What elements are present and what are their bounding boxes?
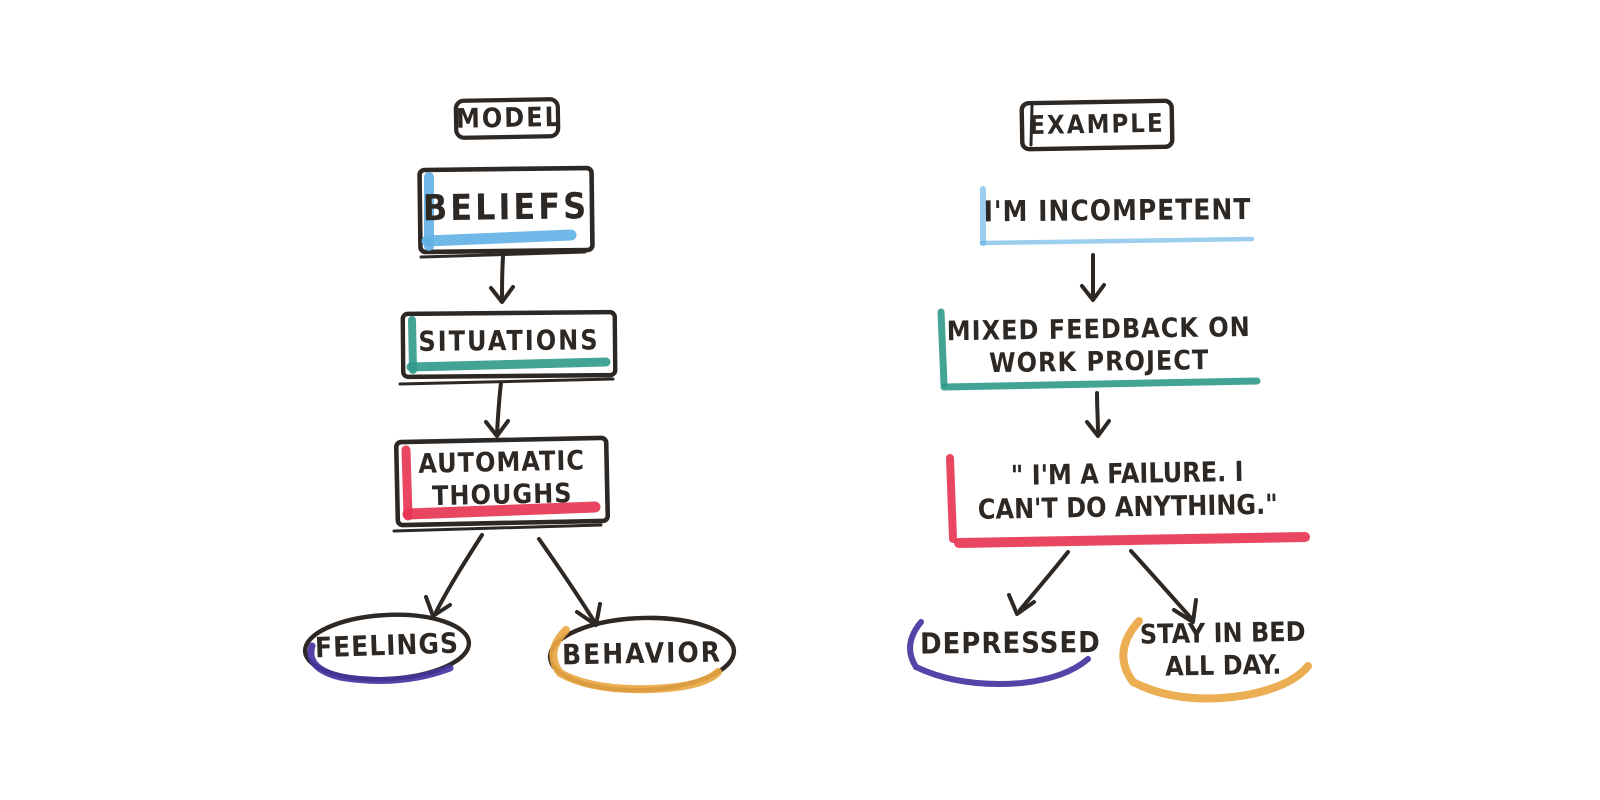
example-situation-highlight-bottom	[940, 377, 1261, 391]
arrow-example-belief-to-situation	[1080, 253, 1106, 302]
beliefs-box	[417, 165, 595, 259]
situations-box-outline	[400, 309, 618, 380]
behavior-label: BEHAVIOR	[561, 635, 723, 672]
example-belief-underline	[979, 186, 1255, 246]
example-thought-underline	[946, 454, 1310, 548]
example-feeling-underline	[907, 619, 1091, 687]
example-situation-highlight-left	[937, 308, 948, 388]
arrow-shaft	[500, 255, 505, 301]
arrow-shaft	[537, 537, 596, 623]
arrow-shaft	[1129, 549, 1193, 620]
situations-box-double-line	[398, 377, 615, 386]
situations-highlight-left	[408, 316, 417, 374]
example-behavior-underline	[1119, 617, 1312, 703]
behavior-oval	[547, 615, 737, 694]
arrow-beliefs-to-situations	[489, 255, 515, 304]
automatic-thoughts-highlight-left	[401, 445, 413, 521]
example-header-box-double-line	[1029, 104, 1034, 147]
arrow-thoughts-to-feelings	[424, 533, 484, 618]
automatic-thoughts-highlight-bottom	[402, 501, 601, 520]
situations-label: SITUATIONS	[418, 324, 600, 358]
behavior-highlight-arc	[549, 626, 722, 694]
example-header-box-outline	[1019, 98, 1175, 152]
example-header-label: EXAMPLE	[1029, 109, 1165, 141]
example-feeling-label: DEPRESSED	[919, 626, 1101, 662]
feelings-oval	[302, 612, 472, 684]
automatic-thoughts-box-double-line	[392, 523, 603, 533]
example-thought-highlight-bottom	[954, 532, 1310, 548]
example-behavior-label: STAY IN BED ALL DAY.	[1139, 616, 1306, 683]
situations-highlight-bottom	[406, 357, 611, 372]
arrow-situations-to-thoughts	[484, 381, 510, 438]
arrow-example-situation-to-thought	[1085, 391, 1111, 438]
arrow-shaft	[1018, 550, 1070, 612]
example-belief-highlight-bottom	[979, 236, 1255, 246]
example-belief-label: I'M INCOMPETENT	[983, 192, 1252, 229]
arrow-head	[489, 285, 515, 304]
example-situation-label: MIXED FEEDBACK ON WORK PROJECT	[946, 311, 1251, 380]
example-header-box	[1019, 98, 1175, 152]
beliefs-box-outline	[417, 165, 595, 255]
example-behavior-highlight-arc	[1119, 617, 1312, 703]
beliefs-box-double-line	[419, 250, 587, 259]
arrow-shaft	[495, 381, 503, 435]
model-header-label: MODEL	[455, 101, 563, 135]
example-thought-label: " I'M A FAILURE. I CAN'T DO ANYTHING."	[977, 455, 1278, 527]
arrow-head	[1080, 283, 1106, 302]
arrow-shaft	[434, 533, 484, 614]
feelings-highlight-arc	[307, 642, 454, 684]
arrow-head	[484, 419, 510, 438]
automatic-thoughts-box-outline	[393, 435, 611, 528]
example-situation-underline	[937, 308, 1261, 391]
situations-box	[398, 309, 618, 386]
arrow-head	[1007, 593, 1036, 616]
beliefs-label: BELIEFS	[422, 184, 590, 230]
example-feeling-highlight-arc	[907, 619, 1091, 687]
automatic-thoughts-label: AUTOMATIC THOUGHS	[418, 444, 586, 513]
model-header-box-outline	[453, 97, 561, 140]
arrow-example-thought-to-behavior	[1129, 549, 1198, 624]
feelings-label: FEELINGS	[314, 626, 460, 665]
automatic-thoughts-box	[392, 435, 611, 533]
arrow-head	[1172, 598, 1198, 624]
model-header-box	[453, 97, 561, 140]
arrow-head	[1085, 419, 1111, 438]
arrow-head	[424, 595, 452, 618]
arrow-example-thought-to-feeling	[1007, 550, 1070, 616]
arrow-thoughts-to-behavior	[537, 537, 602, 627]
arrow-shaft	[1095, 391, 1100, 435]
example-thought-highlight-left	[946, 454, 957, 543]
beliefs-highlight-bottom	[421, 229, 577, 247]
